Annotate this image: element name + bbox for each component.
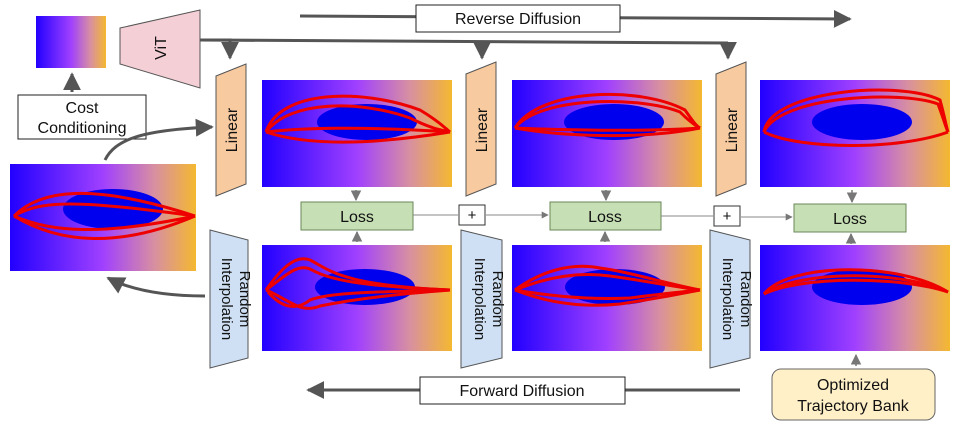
interp-label-3-line1: Random	[737, 271, 754, 328]
target-map	[760, 245, 950, 351]
loss-box-1	[300, 201, 414, 231]
forward-diffusion-label-box	[419, 376, 626, 405]
forward-diffusion-label: Forward Diffusion	[459, 383, 584, 400]
cost-map-thumbnail	[36, 16, 106, 68]
noisy-map-2	[512, 245, 702, 351]
plus-label-1: +	[468, 207, 477, 224]
loss-box-3	[793, 203, 907, 233]
plus-box-2	[713, 205, 741, 227]
optimized-trajectory-bank	[771, 368, 936, 421]
vit-conditioning-bus	[199, 38, 729, 45]
interp-to-map-arrow	[106, 276, 206, 298]
loss-label-2: Loss	[588, 209, 622, 226]
linear-block-2	[465, 61, 497, 197]
interp-label-2-line2: Interpolation	[471, 258, 488, 341]
interp-label-1-line2: Interpolation	[218, 258, 235, 341]
denoised-map-3	[760, 80, 950, 187]
cost-conditioning-box	[17, 94, 147, 140]
linear-block-3	[715, 61, 747, 197]
denoised-map-2	[512, 80, 702, 187]
linear-label-3: Linear	[724, 107, 741, 152]
interp-block-2	[460, 229, 503, 369]
input-cost-map	[10, 164, 196, 271]
denoised-map-1	[262, 80, 452, 187]
linear-block-1	[215, 63, 247, 197]
interp-label-2-line1: Random	[489, 271, 506, 328]
linear-label-1: Linear	[224, 107, 241, 152]
reverse-diffusion-label: Reverse Diffusion	[455, 11, 581, 28]
interp-label-1-line1: Random	[236, 271, 253, 328]
interp-block-3	[709, 229, 751, 369]
bank-label-line2: Trajectory Bank	[797, 398, 909, 415]
interp-block-1	[209, 229, 249, 369]
bank-label-line1: Optimized	[817, 377, 889, 394]
cost-conditioning-label-line1: Cost	[66, 100, 99, 117]
vit-label: ViT	[153, 36, 170, 60]
cost-conditioning-label-line2: Conditioning	[38, 120, 127, 137]
vit-to-linear-1-arrow	[200, 38, 239, 60]
plus-label-2: +	[723, 208, 732, 225]
noisy-map-1	[262, 245, 452, 351]
interp-label-3-line2: Interpolation	[719, 258, 736, 341]
loss-label-3: Loss	[833, 211, 867, 228]
loss-label-1: Loss	[340, 209, 374, 226]
vit-block	[119, 9, 201, 89]
map-to-linear-arrow	[103, 118, 214, 161]
plus-box-1	[458, 204, 486, 226]
reverse-diffusion-label-box	[415, 4, 621, 33]
linear-label-2: Linear	[474, 107, 491, 152]
